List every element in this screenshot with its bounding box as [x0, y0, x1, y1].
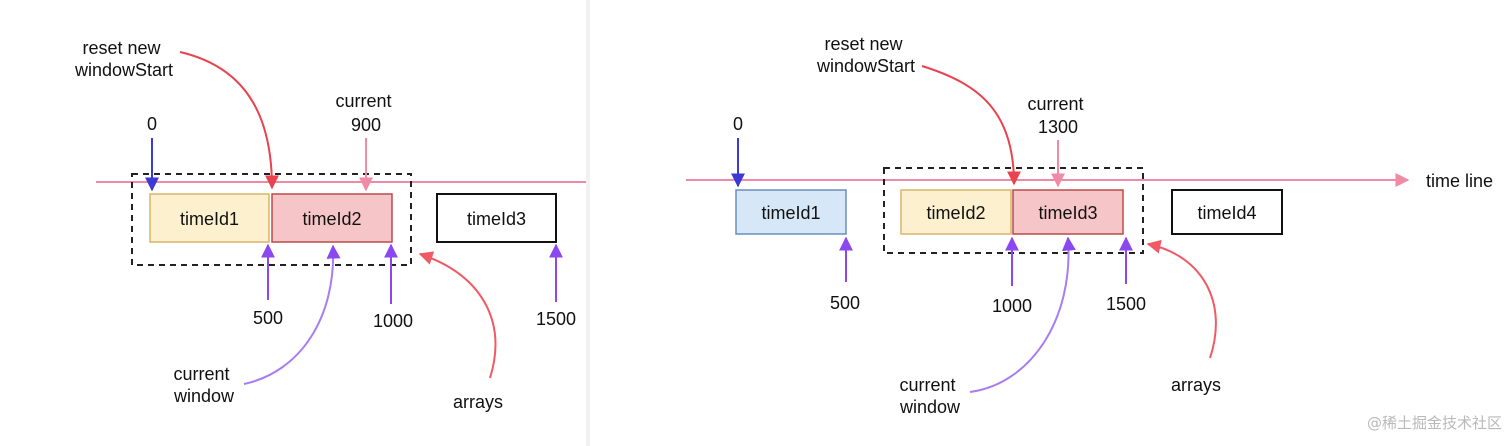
zero-label: 0 — [733, 114, 743, 134]
bucket-label: timeId1 — [761, 203, 820, 223]
arrays-label: arrays — [453, 392, 503, 412]
bucket-timeid1: timeId1 — [735, 189, 847, 235]
tick-1500-label: 1500 — [1106, 294, 1146, 314]
tick-1000-label: 1000 — [992, 296, 1032, 316]
zero-label: 0 — [147, 114, 157, 134]
tick-500-label: 500 — [830, 293, 860, 313]
current-time-label: current 1300 — [1027, 94, 1088, 137]
bucket-timeid2: timeId2 — [900, 189, 1012, 235]
watermark-text: @稀土掘金技术社区 — [1367, 414, 1502, 432]
tick-1000-label: 1000 — [373, 311, 413, 331]
panel-divider — [586, 0, 590, 446]
bucket-timeid3: timeId3 — [436, 193, 557, 243]
arrays-arrow — [1146, 239, 1217, 359]
bucket-timeid3: timeId3 — [1012, 189, 1124, 235]
timeline-label: time line — [1426, 171, 1493, 191]
current-window-label: current window — [899, 375, 961, 417]
reset-windowstart-arrow — [921, 65, 1021, 186]
current-window-frame — [883, 167, 1144, 254]
reset-windowstart-label: reset new windowStart — [74, 38, 173, 80]
tick-500-label: 500 — [253, 308, 283, 328]
arrays-arrow — [418, 251, 497, 379]
current-time-label: current 900 — [335, 91, 396, 135]
bucket-label: timeId2 — [926, 203, 985, 223]
tick-1500-label: 1500 — [536, 309, 576, 329]
current-window-arrow — [243, 244, 341, 385]
right-panel: time line timeId1 timeId2 timeId3 timeId… — [686, 34, 1493, 417]
bucket-label: timeId3 — [1038, 203, 1097, 223]
current-window-frame — [131, 173, 412, 266]
bucket-label: timeId3 — [467, 209, 526, 229]
bucket-label: timeId2 — [302, 209, 361, 229]
bucket-timeid1: timeId1 — [149, 193, 270, 243]
bucket-label: timeId4 — [1197, 203, 1256, 223]
reset-windowstart-arrow — [179, 51, 279, 190]
bucket-timeid4: timeId4 — [1171, 189, 1283, 235]
arrays-label: arrays — [1171, 375, 1221, 395]
current-window-label: current window — [173, 364, 235, 406]
reset-windowstart-label: reset new windowStart — [816, 34, 915, 76]
bucket-timeid2: timeId2 — [271, 193, 393, 243]
bucket-label: timeId1 — [180, 209, 239, 229]
current-window-arrow — [969, 236, 1076, 393]
left-panel: timeId1 timeId2 timeId3 reset new window… — [74, 38, 586, 412]
